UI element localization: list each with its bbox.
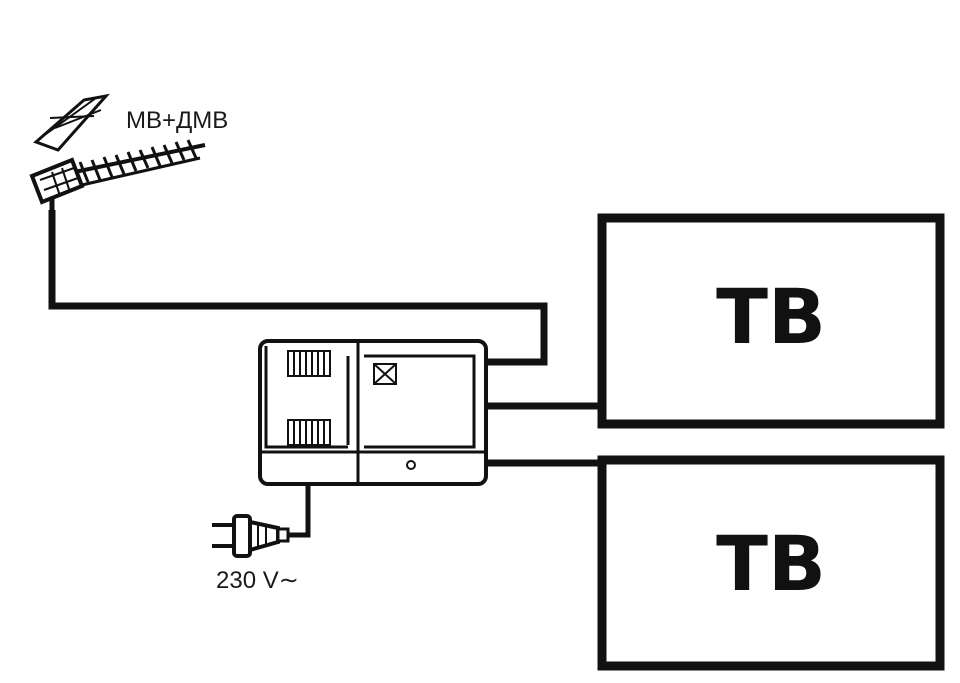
tv-1-label: ТВ [716,272,826,361]
antenna-label: МВ+ДМВ [126,107,228,134]
antenna-cable [48,210,548,366]
tv-2-label: ТВ [716,519,826,608]
tv-1-box [597,213,945,429]
cables [48,210,602,538]
antenna-icon [29,93,206,212]
power-label: 230 V∼ [216,567,299,594]
power-cable [286,484,311,538]
tv-2-box [597,455,945,671]
power-plug-icon [212,514,290,558]
amplifier-icon [258,339,488,486]
